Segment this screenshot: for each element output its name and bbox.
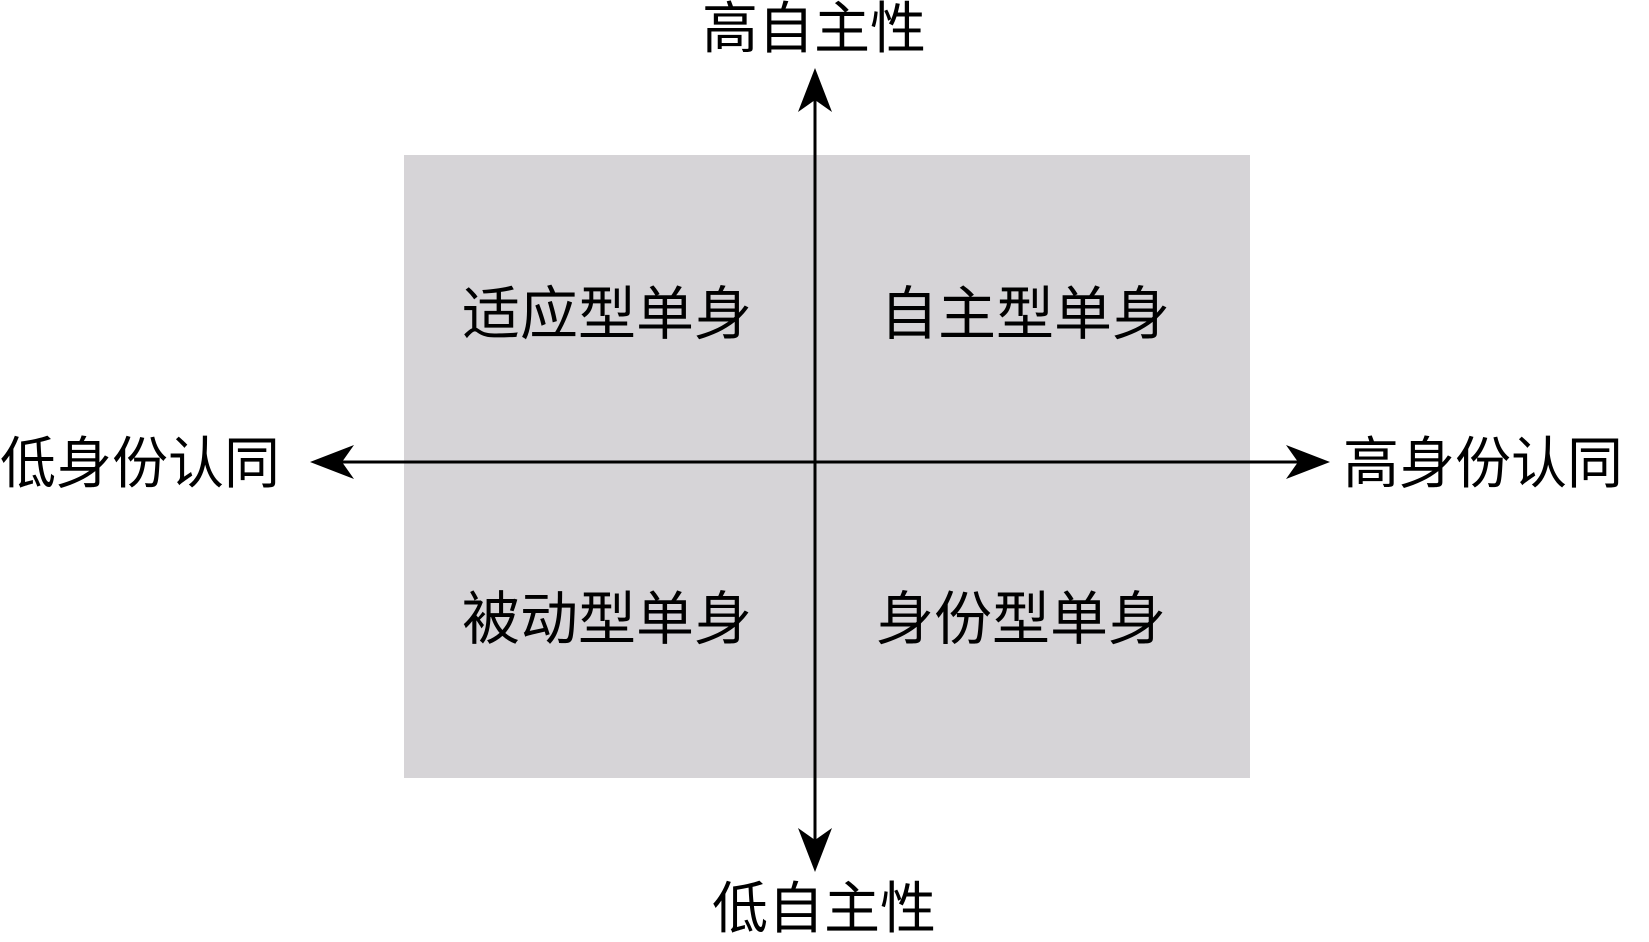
quadrant-background (404, 155, 1250, 778)
quadrant-label-adaptive-single: 适应型单身 (462, 280, 753, 348)
quadrant-label-identity-single: 身份型单身 (876, 585, 1167, 653)
vertical-axis-arrow-down (798, 828, 832, 872)
horizontal-axis-arrow-left (310, 445, 354, 479)
vertical-axis-arrow-up (798, 68, 832, 112)
axis-label-high-identity: 高身份认同 (1343, 432, 1623, 497)
quadrant-label-autonomous-single: 自主型单身 (880, 280, 1171, 348)
horizontal-axis-arrow-right (1286, 445, 1330, 479)
axis-label-low-autonomy: 低自主性 (712, 877, 936, 942)
axis-label-high-autonomy: 高自主性 (702, 0, 926, 62)
quadrant-label-passive-single: 被动型单身 (462, 585, 753, 653)
axis-label-low-identity: 低身份认同 (0, 432, 280, 497)
